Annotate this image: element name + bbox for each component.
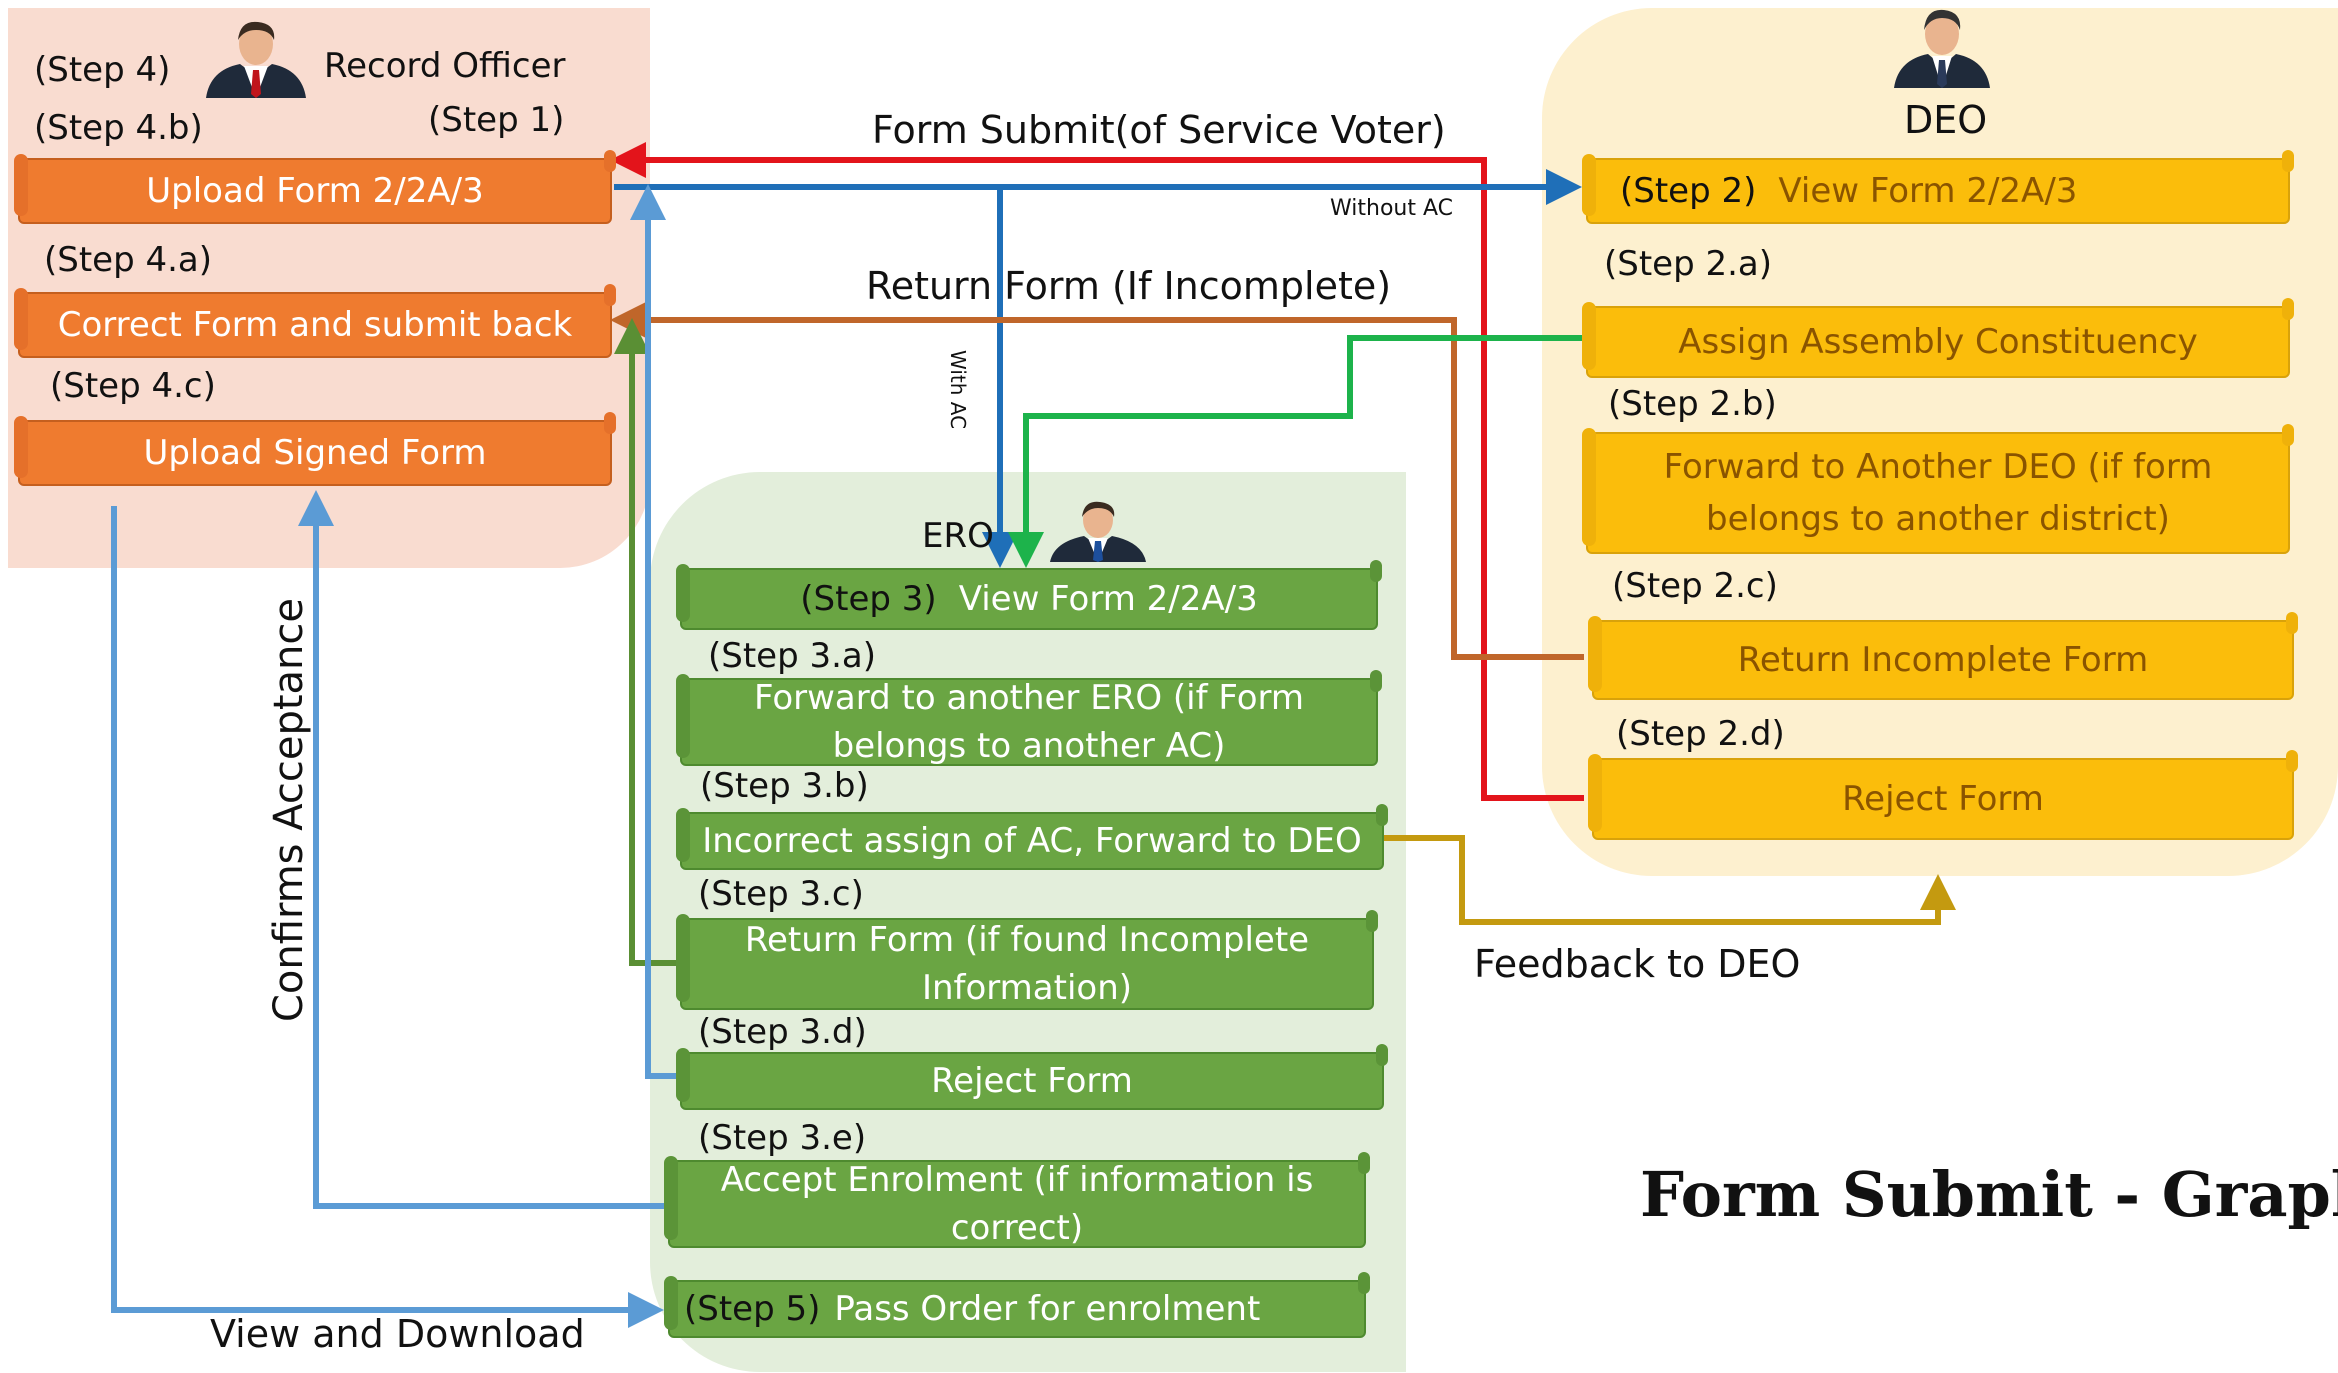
- forward-ero-line-2: belongs to another AC): [832, 726, 1226, 766]
- step-3e-label: (Step 3.e): [698, 1118, 867, 1158]
- deo-view-form-label: View Form 2/2A/3: [1778, 171, 2078, 211]
- ero-person-icon: [1050, 501, 1146, 562]
- step-3-label: (Step 3): [800, 579, 937, 619]
- deo-view-form-button[interactable]: (Step 2) View Form 2/2A/3: [1582, 150, 2294, 224]
- upload-form-button[interactable]: Upload Form 2/2A/3: [14, 150, 616, 224]
- step-3c-label: (Step 3.c): [698, 874, 864, 914]
- step-3d-label: (Step 3.d): [698, 1012, 867, 1052]
- step-2a-label: (Step 2.a): [1604, 244, 1773, 284]
- pass-order-button[interactable]: (Step 5) Pass Order for enrolment: [664, 1272, 1370, 1338]
- step-4b-label: (Step 4.b): [34, 108, 203, 148]
- record-officer-person-icon: [206, 21, 306, 98]
- ero-reject-button[interactable]: Reject Form: [676, 1044, 1388, 1110]
- return-incomplete-label: Return Incomplete Form: [1737, 640, 2149, 680]
- ero-reject-line: [630, 184, 676, 1079]
- step-4a-label: (Step 4.a): [44, 240, 213, 280]
- with-ac-label: With AC: [946, 350, 970, 430]
- confirms-acceptance-line: [298, 490, 664, 1209]
- accept-line-1: Accept Enrolment (if information is: [720, 1160, 1314, 1200]
- step-2c-label: (Step 2.c): [1612, 566, 1778, 606]
- upload-signed-form-button[interactable]: Upload Signed Form: [14, 412, 616, 486]
- step-2b-label: (Step 2.b): [1608, 384, 1777, 424]
- form-submit-flow-label: Form Submit(of Service Voter): [872, 108, 1446, 152]
- feedback-to-deo-line: [1384, 835, 1956, 925]
- return-incomplete-button[interactable]: Return Incomplete Form: [1588, 612, 2298, 700]
- return-form-flow-label: Return Form (If Incomplete): [866, 264, 1392, 308]
- correct-form-label: Correct Form and submit back: [57, 305, 573, 345]
- forward-deo-line-2: belongs to another district): [1706, 499, 2170, 539]
- incorrect-ac-button[interactable]: Incorrect assign of AC, Forward to DEO: [676, 804, 1388, 870]
- ero-return-line-1: Return Form (if found Incomplete: [744, 920, 1310, 960]
- accept-enrolment-button[interactable]: Accept Enrolment (if information is corr…: [664, 1152, 1370, 1248]
- ero-return-line: [614, 318, 676, 966]
- record-officer-label: Record Officer: [324, 46, 566, 86]
- step-4-label: (Step 4): [34, 50, 171, 90]
- diagram-title: Form Submit - Graphic: [1640, 1158, 2338, 1231]
- upload-form-label: Upload Form 2/2A/3: [146, 171, 484, 211]
- ero-view-form-label: View Form 2/2A/3: [958, 579, 1258, 619]
- view-download-line: [111, 506, 664, 1328]
- ero-return-form-button[interactable]: Return Form (if found Incomplete Informa…: [676, 910, 1378, 1010]
- step-2-label: (Step 2): [1620, 171, 1757, 211]
- confirms-acceptance-label: Confirms Acceptance: [266, 597, 312, 1022]
- deo-person-icon: [1894, 9, 1990, 88]
- assign-ac-label: Assign Assembly Constituency: [1678, 322, 2198, 362]
- correct-form-button[interactable]: Correct Form and submit back: [14, 284, 616, 358]
- deo-return-line: [610, 302, 1584, 660]
- deo-reject-label: Reject Form: [1842, 779, 2044, 819]
- forward-another-deo-button[interactable]: Forward to Another DEO (if form belongs …: [1582, 424, 2294, 554]
- assign-ac-to-ero-line: [1008, 335, 1584, 568]
- ero-view-form-button[interactable]: (Step 3) View Form 2/2A/3: [676, 560, 1382, 630]
- step-5-label: (Step 5): [684, 1289, 821, 1329]
- upload-signed-form-label: Upload Signed Form: [143, 433, 487, 473]
- accept-line-2: correct): [950, 1208, 1084, 1248]
- step-4c-label: (Step 4.c): [50, 366, 216, 406]
- step-3a-label: (Step 3.a): [708, 636, 877, 676]
- feedback-to-deo-label: Feedback to DEO: [1474, 942, 1801, 986]
- ero-reject-label: Reject Form: [931, 1061, 1133, 1101]
- without-ac-label: Without AC: [1330, 196, 1453, 221]
- forward-deo-line-1: Forward to Another DEO (if form: [1663, 447, 2213, 487]
- forward-another-ero-button[interactable]: Forward to another ERO (if Form belongs …: [676, 670, 1382, 766]
- assign-ac-button[interactable]: Assign Assembly Constituency: [1582, 298, 2294, 378]
- ero-return-line-2: Information): [921, 968, 1133, 1008]
- step-2d-label: (Step 2.d): [1616, 714, 1785, 754]
- deo-reject-button[interactable]: Reject Form: [1588, 750, 2298, 840]
- ero-label: ERO: [922, 516, 994, 556]
- step-1-label: (Step 1): [428, 100, 565, 140]
- incorrect-ac-label: Incorrect assign of AC, Forward to DEO: [702, 821, 1362, 861]
- deo-label: DEO: [1904, 98, 1988, 142]
- view-download-label: View and Download: [210, 1312, 585, 1356]
- pass-order-label: Pass Order for enrolment: [834, 1289, 1261, 1329]
- reject-to-record-officer-line: [610, 142, 1584, 801]
- step-3b-label: (Step 3.b): [700, 766, 869, 806]
- forward-ero-line-1: Forward to another ERO (if Form: [753, 678, 1305, 718]
